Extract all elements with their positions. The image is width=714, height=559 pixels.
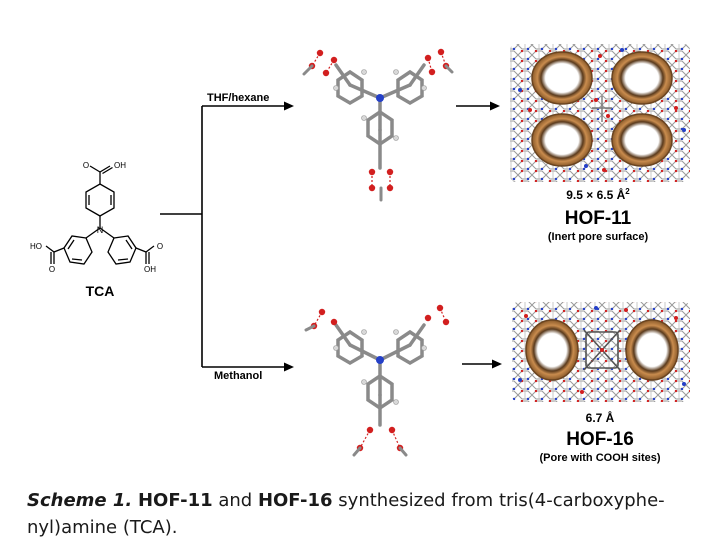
- top-route-solvent: THF/hexane: [207, 92, 269, 104]
- scheme-caption: Scheme 1. HOF-11 and HOF-16 synthesized …: [27, 487, 697, 541]
- caption-hof16: HOF-16: [257, 490, 333, 511]
- bottom-route-arrowhead: [284, 362, 294, 372]
- top-route-arrowhead: [284, 101, 294, 111]
- hof16-molecule-model: [304, 304, 450, 457]
- tca-oh-right: OH: [144, 265, 156, 274]
- caption-label: Scheme 1.: [27, 490, 133, 511]
- caption-and: and: [212, 490, 258, 511]
- hof11-pore-size: 9.5 × 6.5 Å2: [566, 187, 630, 202]
- tca-ho-left: HO: [30, 242, 42, 251]
- hof11-name: HOF-11: [565, 208, 632, 229]
- hof11-pore-size-value: 9.5 × 6.5 Å: [566, 187, 625, 202]
- reaction-scheme: N O OH HO O O OH TCA THF/hexane Methanol: [30, 44, 690, 464]
- hof16-arrowhead: [492, 359, 502, 369]
- caption-text-line2: nyl)amine (TCA).: [27, 517, 178, 538]
- hof11-note: (Inert pore surface): [548, 231, 649, 243]
- caption-text-line1: synthesized from tris(4-carboxyphe-: [332, 490, 665, 511]
- tca-o-left: O: [49, 265, 55, 274]
- tca-structure: [45, 165, 155, 265]
- tca-oh-top: OH: [114, 161, 126, 170]
- hof16-framework-image: [512, 302, 690, 402]
- product-arrows: [456, 105, 492, 365]
- branch-lines: [160, 105, 286, 368]
- hof16-note: (Pore with COOH sites): [539, 452, 660, 464]
- tca-o-top: O: [83, 161, 89, 170]
- caption-hof11: HOF-11: [137, 490, 213, 511]
- hof11-arrowhead: [490, 101, 500, 111]
- hof11-framework-image: [510, 44, 690, 182]
- hof16-name: HOF-16: [566, 429, 634, 450]
- hof11-molecule-model: [302, 48, 454, 202]
- tca-o-right: O: [157, 242, 163, 251]
- tca-n-atom: N: [97, 225, 104, 235]
- bottom-route-solvent: Methanol: [214, 370, 262, 382]
- hof16-pore-size: 6.7 Å: [586, 410, 615, 425]
- tca-name: TCA: [86, 283, 115, 299]
- hof11-pore-size-sup: 2: [625, 187, 630, 196]
